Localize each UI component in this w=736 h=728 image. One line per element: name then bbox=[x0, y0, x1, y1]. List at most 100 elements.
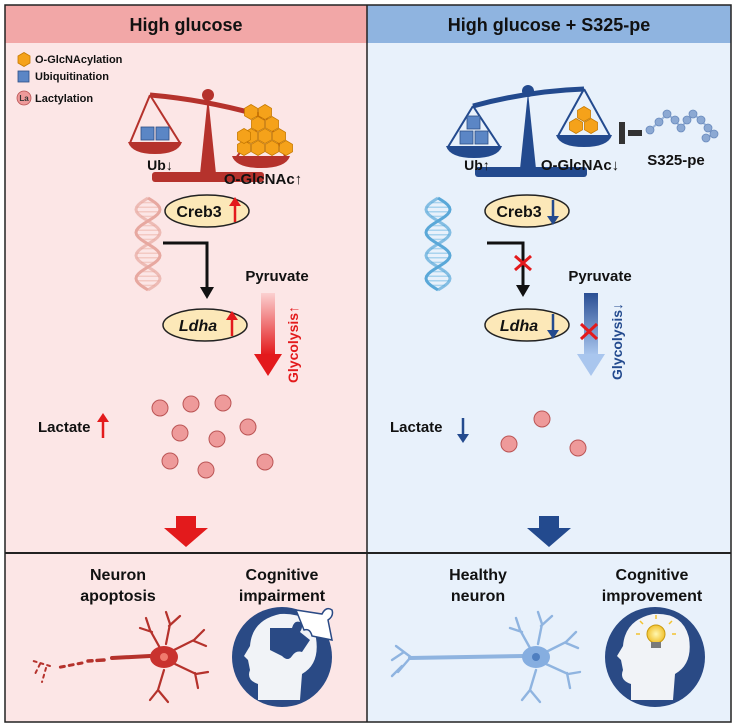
axon bbox=[408, 654, 526, 660]
left-ldha-oval bbox=[162, 308, 248, 342]
oglc-hexagon-icon bbox=[244, 104, 258, 120]
left-oglc-hexagons bbox=[237, 104, 293, 156]
left-glycolysis-arrowhead bbox=[254, 354, 282, 376]
dendrite bbox=[173, 662, 210, 690]
right-pan-oglc bbox=[556, 135, 612, 147]
lactate-molecule-icon bbox=[239, 418, 257, 436]
healthy-neuron-icon bbox=[390, 610, 582, 704]
ubiquitin-square-icon bbox=[140, 126, 155, 141]
lactate-molecule-icon bbox=[208, 430, 226, 448]
dendrite bbox=[172, 628, 208, 652]
left-glycolysis-label: Glycolysis↑ bbox=[285, 306, 301, 383]
apoptotic-neuron-icon bbox=[29, 610, 210, 704]
left-pan-string-a bbox=[129, 94, 151, 144]
peptide-bead bbox=[688, 109, 698, 119]
peptide-bead bbox=[645, 125, 655, 135]
right-scale-pillar bbox=[520, 92, 536, 169]
left-transcription-arrowhead bbox=[200, 287, 214, 299]
left-transcription-arrow bbox=[163, 241, 209, 290]
oglc-hexagon-icon bbox=[258, 128, 272, 144]
right-outcome-arrowhead bbox=[527, 528, 571, 547]
right-glycolysis-block-icon bbox=[579, 322, 599, 341]
right-transcription-arrowhead bbox=[516, 285, 530, 297]
peptide-bead bbox=[701, 133, 711, 143]
left-outcome-arrow-shaft bbox=[176, 516, 196, 530]
healthy-neuron-nucleus bbox=[532, 653, 540, 661]
legend-ubiquitin-square-icon bbox=[17, 70, 30, 83]
right-glycolysis-arrowhead bbox=[577, 354, 605, 376]
right-lactate-down-arrowhead bbox=[457, 434, 469, 443]
peptide-bead bbox=[676, 123, 686, 133]
left-creb3-up-arrowhead bbox=[229, 197, 241, 206]
left-pan-string-b bbox=[149, 94, 181, 144]
right-pan-string-a bbox=[447, 105, 474, 148]
right-oglc-hexagons bbox=[569, 106, 598, 134]
lactate-molecule-icon bbox=[256, 453, 274, 471]
right-ldha-down-arrowhead bbox=[547, 330, 559, 339]
lightbulb-base bbox=[651, 642, 661, 648]
oglc-hexagon-icon bbox=[265, 140, 279, 156]
right-balance-scale bbox=[446, 85, 612, 177]
block-x-stroke bbox=[514, 254, 532, 272]
lactate-molecule-icon bbox=[151, 399, 169, 417]
lactate-molecule-icon bbox=[171, 424, 189, 442]
right-glycolysis-arrow-shaft bbox=[584, 293, 598, 355]
oglc-hexagon-icon bbox=[584, 118, 598, 134]
right-panel-bg bbox=[367, 5, 731, 722]
left-ldha-label: Ldha bbox=[179, 318, 217, 335]
ray bbox=[639, 620, 644, 625]
right-creb3-down-arrowhead bbox=[547, 216, 559, 225]
oglc-hexagon-icon bbox=[569, 118, 583, 134]
legend-ubiq-label: Ubiquitination bbox=[35, 71, 109, 83]
lactate-molecule-icon bbox=[569, 439, 587, 457]
peptide-label: S325-pe bbox=[647, 152, 705, 169]
puzzle-piece-icon bbox=[294, 607, 334, 641]
axon-segment bbox=[110, 654, 152, 660]
right-outcome2-line1: Cognitive bbox=[616, 567, 689, 584]
legend-oglc-label: O-GlcNAcylation bbox=[35, 54, 123, 66]
right-ldha-label: Ldha bbox=[500, 318, 538, 335]
oglc-hexagon-icon bbox=[258, 104, 272, 120]
figure-border bbox=[4, 4, 732, 723]
right-pan-ub bbox=[446, 146, 502, 158]
left-creb3-label: Creb3 bbox=[176, 204, 221, 221]
lightbulb-icon bbox=[646, 624, 666, 644]
right-ub-blocks bbox=[459, 115, 489, 145]
left-lactate-molecules bbox=[151, 394, 274, 479]
lactate-molecule-icon bbox=[533, 410, 551, 428]
lactate-molecule-icon bbox=[182, 395, 200, 413]
dendrite bbox=[508, 616, 532, 650]
left-pan-oglc bbox=[232, 156, 290, 168]
right-creb3-oval bbox=[484, 194, 570, 228]
right-oglc-label: O-GlcNAc↓ bbox=[541, 157, 619, 174]
dendrite bbox=[164, 610, 182, 646]
s325-peptide-icon bbox=[645, 109, 719, 143]
left-ub-label: Ub↓ bbox=[147, 157, 173, 173]
oglc-hexagon-icon bbox=[279, 140, 293, 156]
right-outcome1-line1: Healthy bbox=[449, 567, 507, 584]
dendrite bbox=[536, 610, 554, 646]
legend-lactate-circle-icon bbox=[16, 90, 32, 106]
dna-strand bbox=[134, 196, 162, 292]
left-ub-blocks bbox=[140, 126, 170, 141]
legend-oglc-hexagon-icon bbox=[17, 52, 31, 67]
puzzle-piece-slot-icon bbox=[270, 621, 310, 659]
left-glycolysis-arrow-shaft bbox=[261, 293, 275, 355]
left-oglc-label: O-GlcNAc↑ bbox=[224, 171, 302, 188]
left-lactate-label: Lactate bbox=[38, 419, 91, 436]
lactate-molecule-icon bbox=[161, 452, 179, 470]
axon-terminal-fragments bbox=[29, 659, 51, 683]
peptide-bead bbox=[662, 109, 672, 119]
peptide-bead bbox=[696, 115, 706, 125]
right-scale-base bbox=[475, 167, 587, 177]
oglc-hexagon-icon bbox=[272, 128, 286, 144]
oglc-hexagon-icon bbox=[251, 140, 265, 156]
ray bbox=[668, 620, 673, 625]
right-outcome1-line2: neuron bbox=[451, 588, 505, 605]
lactate-molecule-icon bbox=[500, 435, 518, 453]
apoptotic-neuron-nucleus bbox=[160, 653, 168, 661]
left-ldha-up-arrowhead bbox=[226, 311, 238, 320]
right-transcription-block-icon bbox=[514, 254, 532, 272]
right-lactate-label: Lactate bbox=[390, 419, 443, 436]
